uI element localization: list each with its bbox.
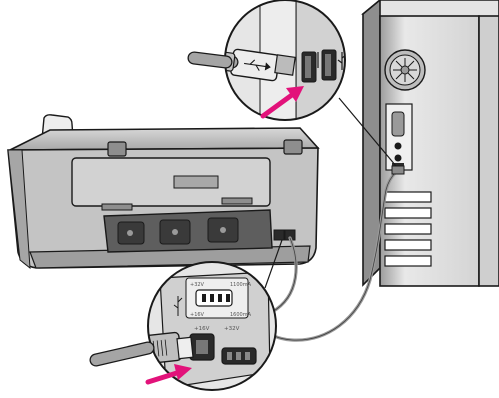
svg-text:+16V: +16V [190,312,205,318]
svg-text:1600mA: 1600mA [230,312,252,318]
svg-text:1100mA: 1100mA [230,282,252,288]
parallel-port-icon [392,112,404,136]
computer-tower [363,0,499,286]
svg-text:+32V: +32V [190,282,205,288]
fan-grille-icon [385,50,425,90]
usb-cable-lead [96,348,148,360]
printer [8,115,318,268]
usb-cable-lead-top [194,58,226,62]
svg-text:+32V: +32V [224,326,240,332]
svg-text:+16V: +16V [194,326,210,332]
printer-port-closeup: +32V 1100mA +16V 1600mA +16V +32V [114,262,276,390]
power-port [274,230,284,240]
